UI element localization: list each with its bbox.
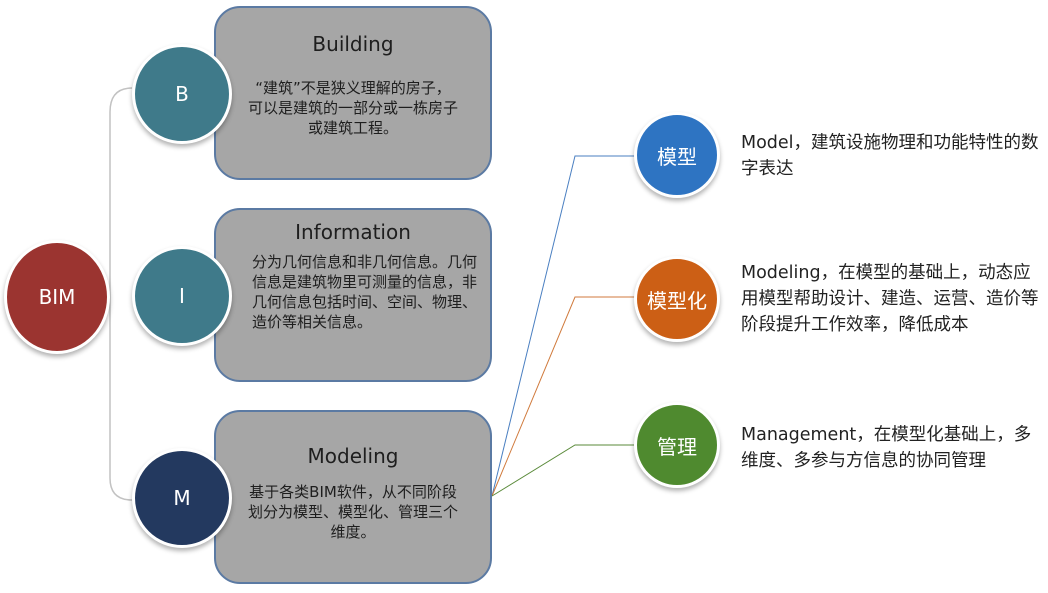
term-management-label: 管理 [657, 434, 697, 459]
root-node-bim: BIM [4, 240, 110, 354]
information-title: Information [295, 220, 411, 244]
connector-modeling-modeling [491, 296, 635, 497]
modeling-description: 基于各类BIM软件，从不同阶段划分为模型、模型化、管理三个维度。 [247, 483, 458, 541]
term-node-modeling: 模型化 [634, 256, 720, 342]
term-node-model: 模型 [634, 112, 720, 198]
connector-root-b [109, 87, 133, 297]
term-model-description: Model，建筑设施物理和功能特性的数字表达 [741, 133, 1039, 179]
letter-node-m: M [132, 448, 232, 548]
letter-b-label: B [175, 82, 189, 106]
information-description: 分为几何信息和非几何信息。几何信息是建筑物里可测量的信息，非几何信息包括时间、空… [252, 253, 478, 331]
building-box: Building “建筑”不是狭义理解的房子，可以是建筑的一部分或一栋房子或建筑… [214, 6, 492, 180]
modeling-box: Modeling 基于各类BIM软件，从不同阶段划分为模型、模型化、管理三个维度… [214, 410, 492, 584]
term-modeling-description: Modeling，在模型的基础上，动态应用模型帮助设计、建造、运营、造价等阶段提… [741, 263, 1039, 335]
connector-root-m [109, 297, 133, 501]
building-description: “建筑”不是狭义理解的房子，可以是建筑的一部分或一栋房子或建筑工程。 [248, 79, 459, 137]
term-node-management: 管理 [634, 402, 720, 488]
building-title: Building [312, 32, 394, 56]
connector-modeling-model [491, 155, 635, 497]
information-box: Information 分为几何信息和非几何信息。几何信息是建筑物里可测量的信息… [214, 208, 492, 382]
letter-i-label: I [179, 284, 185, 308]
letter-m-label: M [173, 486, 191, 510]
root-label: BIM [38, 285, 76, 309]
connector-modeling-management [491, 444, 635, 497]
modeling-title: Modeling [307, 444, 399, 468]
term-modeling-label: 模型化 [647, 288, 707, 313]
letter-node-i: I [132, 246, 232, 346]
letter-node-b: B [132, 44, 232, 144]
term-management-description: Management，在模型化基础上，多维度、多参与方信息的协同管理 [741, 425, 1032, 471]
term-model-label: 模型 [657, 144, 697, 169]
